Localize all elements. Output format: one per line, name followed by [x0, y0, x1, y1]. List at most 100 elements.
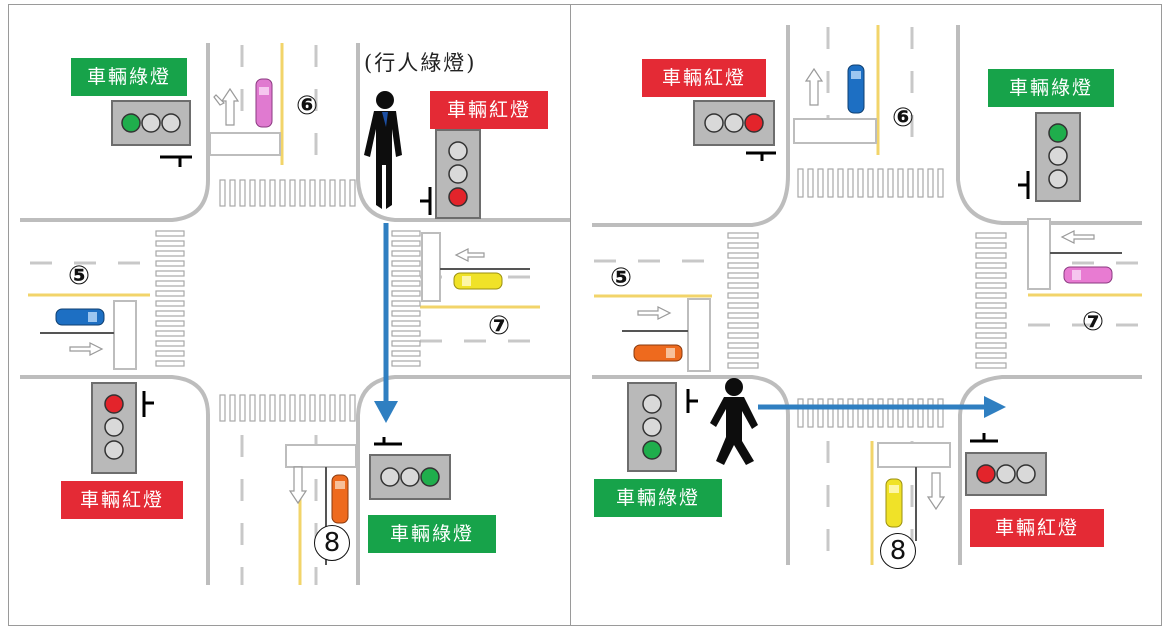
car-icon: [331, 474, 349, 524]
crosswalk-stripe: [391, 280, 421, 287]
zone-8-label: 8: [880, 533, 916, 569]
crosswalk-stripe: [847, 168, 854, 198]
pedestrian-icon: [710, 378, 758, 465]
traffic-light-icon: [627, 382, 698, 472]
crosswalk-stripe: [349, 179, 356, 207]
crosswalk-stripe: [817, 168, 824, 198]
label-vehicle-green-ne: 車輛綠燈: [988, 69, 1114, 107]
crosswalk-stripe: [329, 179, 336, 207]
crosswalk-stripe: [975, 352, 1007, 359]
crosswalk-stripe: [239, 394, 246, 422]
right-crosswalk-left: [727, 232, 759, 369]
crosswalk-stripe: [279, 179, 286, 207]
crosswalk-stripe: [155, 240, 185, 247]
crosswalk-stripe: [975, 322, 1007, 329]
crosswalk-stripe: [975, 272, 1007, 279]
crosswalk-stripe: [319, 179, 326, 207]
crosswalk-stripe: [155, 340, 185, 347]
crosswalk-stripe: [249, 179, 256, 207]
crosswalk-stripe: [319, 394, 326, 422]
crosswalk-stripe: [937, 168, 944, 198]
crosswalk-stripe: [887, 398, 894, 428]
crosswalk-stripe: [847, 398, 854, 428]
crosswalk-stripe: [155, 270, 185, 277]
label-vehicle-green-nw: 車輛綠燈: [71, 58, 187, 96]
left-crosswalk-left: [155, 230, 185, 367]
crosswalk-stripe: [391, 260, 421, 267]
crosswalk-stripe: [239, 179, 246, 207]
arrow-icon: [374, 223, 398, 423]
zone-5-label: ⑤: [609, 263, 632, 293]
crosswalk-stripe: [897, 398, 904, 428]
crosswalk-stripe: [827, 398, 834, 428]
crosswalk-stripe: [391, 310, 421, 317]
crosswalk-stripe: [927, 168, 934, 198]
crosswalk-stripe: [309, 394, 316, 422]
left-crosswalk-bottom: [219, 394, 356, 422]
left-stop-boxes: [113, 132, 441, 468]
crosswalk-stripe: [827, 168, 834, 198]
crosswalk-stripe: [857, 398, 864, 428]
crosswalk-stripe: [877, 168, 884, 198]
crosswalk-stripe: [917, 398, 924, 428]
crosswalk-stripe: [797, 398, 804, 428]
left-crosswalk-top: [219, 179, 356, 207]
right-curbs: [592, 25, 1142, 565]
crosswalk-stripe: [259, 179, 266, 207]
crosswalk-stripe: [807, 168, 814, 198]
right-intersection-panel: 車輛紅燈 車輛綠燈 車輛綠燈 車輛紅燈 ⑥ ⑤ ⑦ 8: [582, 5, 1142, 625]
left-curbs: [20, 43, 570, 585]
crosswalk-stripe: [727, 292, 759, 299]
right-crosswalk-right: [975, 232, 1007, 369]
car-icon: [255, 78, 273, 128]
zone-8-label: 8: [314, 525, 350, 561]
crosswalk-stripe: [155, 250, 185, 257]
crosswalk-stripe: [867, 168, 874, 198]
crosswalk-stripe: [269, 179, 276, 207]
crosswalk-stripe: [391, 240, 421, 247]
crosswalk-stripe: [155, 310, 185, 317]
crosswalk-stripe: [391, 270, 421, 277]
crosswalk-stripe: [837, 398, 844, 428]
crosswalk-stripe: [727, 362, 759, 369]
crosswalk-stripe: [975, 282, 1007, 289]
crosswalk-stripe: [975, 242, 1007, 249]
label-vehicle-red-se: 車輛紅燈: [970, 509, 1104, 547]
figure-frame: [8, 4, 1162, 626]
car-icon: [55, 308, 105, 326]
crosswalk-stripe: [917, 168, 924, 198]
crosswalk-stripe: [339, 394, 346, 422]
pedestrian-icon: [364, 91, 402, 209]
crosswalk-stripe: [975, 262, 1007, 269]
crosswalk-stripe: [391, 340, 421, 347]
crosswalk-stripe: [975, 362, 1007, 369]
lane-arrow-icon: [69, 87, 485, 505]
right-crosswalk-top: [797, 168, 944, 198]
lane-arrow-icon: [637, 67, 1095, 511]
crosswalk-stripe: [727, 282, 759, 289]
crosswalk-stripe: [391, 300, 421, 307]
crosswalk-stripe: [727, 322, 759, 329]
crosswalk-stripe: [907, 168, 914, 198]
crosswalk-stripe: [391, 290, 421, 297]
crosswalk-stripe: [975, 292, 1007, 299]
crosswalk-stripe: [727, 232, 759, 239]
label-vehicle-green-se: 車輛綠燈: [368, 515, 496, 553]
crosswalk-stripe: [877, 398, 884, 428]
crosswalk-stripe: [155, 330, 185, 337]
crosswalk-stripe: [339, 179, 346, 207]
crosswalk-stripe: [289, 394, 296, 422]
crosswalk-stripe: [155, 260, 185, 267]
crosswalk-stripe: [309, 179, 316, 207]
traffic-light-icon: [369, 437, 451, 500]
crosswalk-stripe: [391, 230, 421, 237]
crosswalk-stripe: [975, 312, 1007, 319]
crosswalk-stripe: [155, 350, 185, 357]
crosswalk-stripe: [867, 398, 874, 428]
crosswalk-stripe: [975, 252, 1007, 259]
crosswalk-stripe: [155, 230, 185, 237]
panel-divider: [570, 4, 571, 626]
zone-7-label: ⑦: [487, 311, 510, 341]
label-vehicle-red-nw: 車輛紅燈: [642, 59, 766, 97]
traffic-light-icon: [111, 100, 192, 167]
